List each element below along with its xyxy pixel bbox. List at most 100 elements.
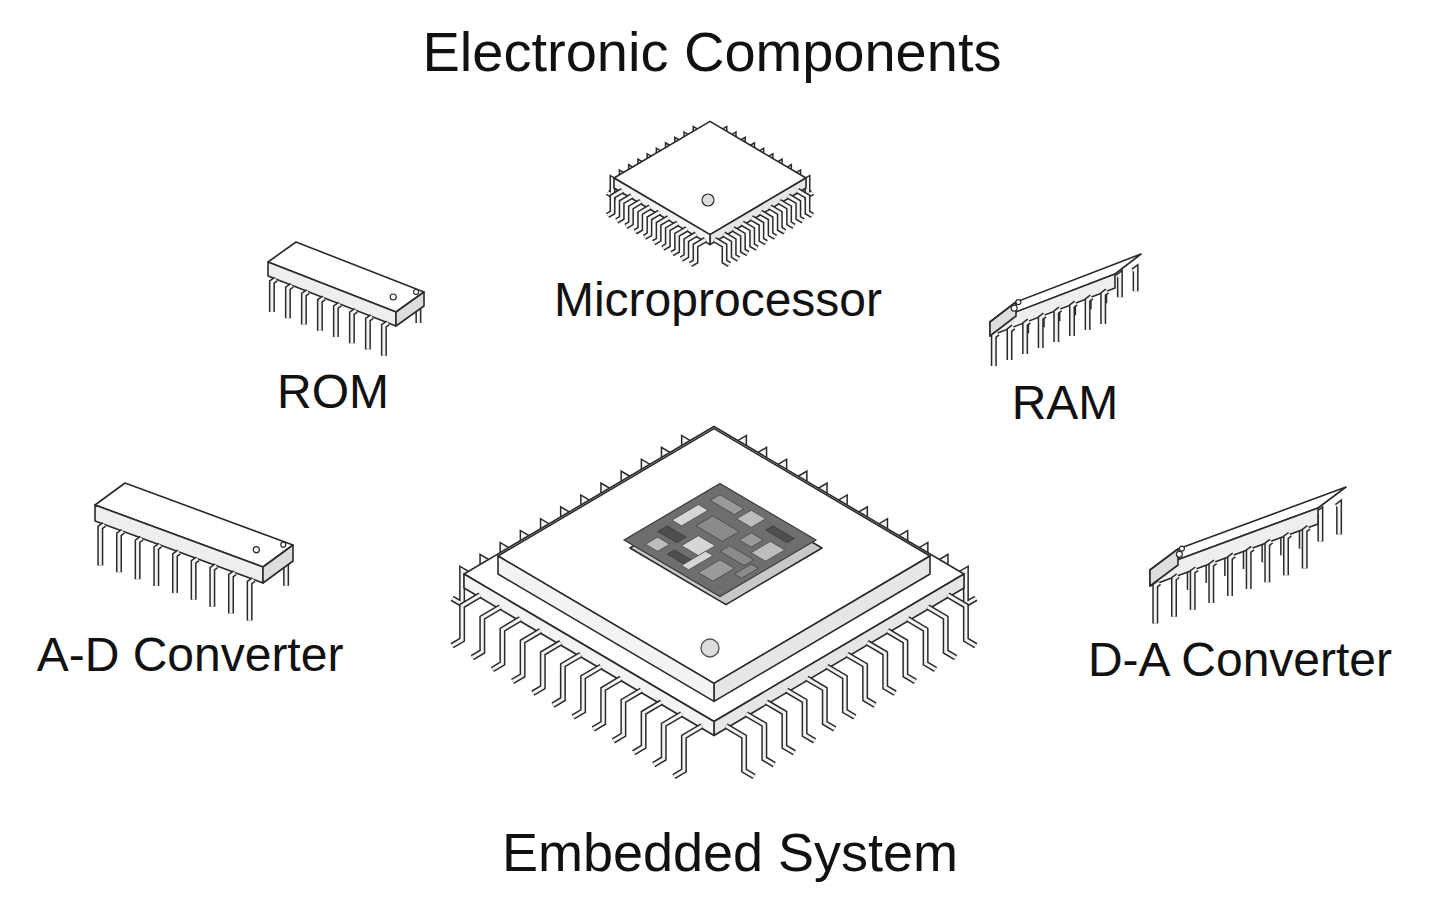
component-label: Embedded System bbox=[502, 821, 958, 883]
pin bbox=[644, 212, 659, 237]
pin-outline bbox=[250, 580, 254, 621]
notch-mark bbox=[281, 542, 286, 547]
pin-outline bbox=[1267, 541, 1271, 582]
board-component bbox=[734, 564, 758, 578]
pin-outline bbox=[533, 643, 561, 694]
pin-outline bbox=[617, 196, 632, 221]
pin1-mark bbox=[702, 194, 714, 206]
board-component bbox=[751, 541, 785, 561]
pin bbox=[593, 678, 621, 729]
pin-outline bbox=[635, 207, 650, 232]
board-component bbox=[737, 510, 766, 527]
pin-outline bbox=[1174, 576, 1178, 617]
board-component bbox=[646, 537, 670, 551]
pin bbox=[384, 323, 388, 356]
pin bbox=[1337, 505, 1339, 535]
pin bbox=[1056, 309, 1060, 342]
pin-outline bbox=[513, 631, 541, 682]
pin-outline bbox=[654, 218, 669, 243]
chip-end bbox=[396, 292, 424, 326]
pin-outline bbox=[787, 690, 815, 741]
pin bbox=[368, 317, 372, 350]
pin bbox=[766, 702, 794, 753]
pin bbox=[654, 714, 682, 765]
pin-outline bbox=[691, 240, 706, 265]
pin-outline bbox=[452, 595, 480, 646]
pin bbox=[807, 678, 835, 729]
pin bbox=[231, 573, 235, 614]
pin-outline bbox=[492, 619, 520, 670]
pin bbox=[513, 631, 541, 682]
pin-outline bbox=[119, 531, 123, 572]
dip-chip bbox=[268, 242, 424, 356]
pin-outline bbox=[352, 310, 356, 343]
pin bbox=[1155, 583, 1159, 624]
pin bbox=[492, 619, 520, 670]
dip-chip bbox=[95, 483, 293, 621]
pin bbox=[573, 667, 601, 718]
package-top bbox=[498, 429, 930, 684]
board-component bbox=[766, 526, 795, 543]
pin bbox=[336, 304, 340, 337]
pin-outline bbox=[472, 607, 500, 658]
pin bbox=[867, 643, 895, 694]
pin-outline bbox=[304, 292, 308, 325]
pin-outline bbox=[626, 202, 641, 227]
pin-outline bbox=[175, 552, 179, 593]
pin-outline bbox=[212, 566, 216, 607]
pin-outline bbox=[608, 191, 623, 216]
pin-outline bbox=[1056, 309, 1060, 342]
pin-outline bbox=[613, 690, 641, 741]
pin-outline bbox=[644, 212, 659, 237]
pin-outline bbox=[553, 655, 581, 706]
pin bbox=[635, 207, 650, 232]
pin bbox=[634, 702, 662, 753]
pin-outline bbox=[1305, 527, 1309, 568]
pin-outline bbox=[1155, 583, 1159, 624]
pin-outline bbox=[1193, 569, 1197, 610]
pin bbox=[1286, 534, 1290, 575]
pin bbox=[1133, 269, 1135, 291]
pin-outline bbox=[1103, 291, 1107, 324]
pin bbox=[617, 196, 632, 221]
pin1-mark bbox=[390, 294, 396, 300]
pin bbox=[827, 667, 855, 718]
pin bbox=[1025, 321, 1029, 354]
dip-chip bbox=[990, 254, 1141, 366]
board-component bbox=[682, 536, 716, 556]
pin bbox=[100, 524, 104, 565]
component-label: A-D Converter bbox=[37, 627, 344, 682]
pin-outline bbox=[288, 285, 292, 318]
component-label: ROM bbox=[277, 364, 389, 419]
pin-outline bbox=[1211, 562, 1215, 603]
pin bbox=[304, 292, 308, 325]
pin-outline bbox=[681, 234, 696, 259]
pin bbox=[533, 643, 561, 694]
pin bbox=[672, 229, 687, 254]
notch-mark bbox=[1179, 546, 1184, 551]
pin-outline bbox=[1337, 505, 1339, 535]
pin bbox=[691, 240, 706, 265]
pin-outline bbox=[194, 559, 198, 600]
pin bbox=[674, 726, 702, 777]
pin bbox=[1088, 297, 1092, 330]
pin-outline bbox=[231, 573, 235, 614]
pin bbox=[715, 240, 730, 265]
diagram-title: Electronic Components bbox=[423, 20, 1002, 84]
pin1-mark bbox=[1011, 305, 1017, 311]
pin-outline bbox=[156, 545, 160, 586]
chip-side bbox=[95, 505, 263, 583]
pin bbox=[654, 218, 669, 243]
pin bbox=[119, 531, 123, 572]
pin bbox=[681, 234, 696, 259]
pin bbox=[1211, 562, 1215, 603]
pin-outline bbox=[887, 631, 915, 682]
pin-outline bbox=[1118, 275, 1120, 297]
pin-outline bbox=[715, 240, 730, 265]
pin-outline bbox=[807, 678, 835, 729]
pin bbox=[352, 310, 356, 343]
pin bbox=[452, 595, 480, 646]
pin bbox=[1103, 291, 1107, 324]
package-top bbox=[614, 121, 806, 234]
